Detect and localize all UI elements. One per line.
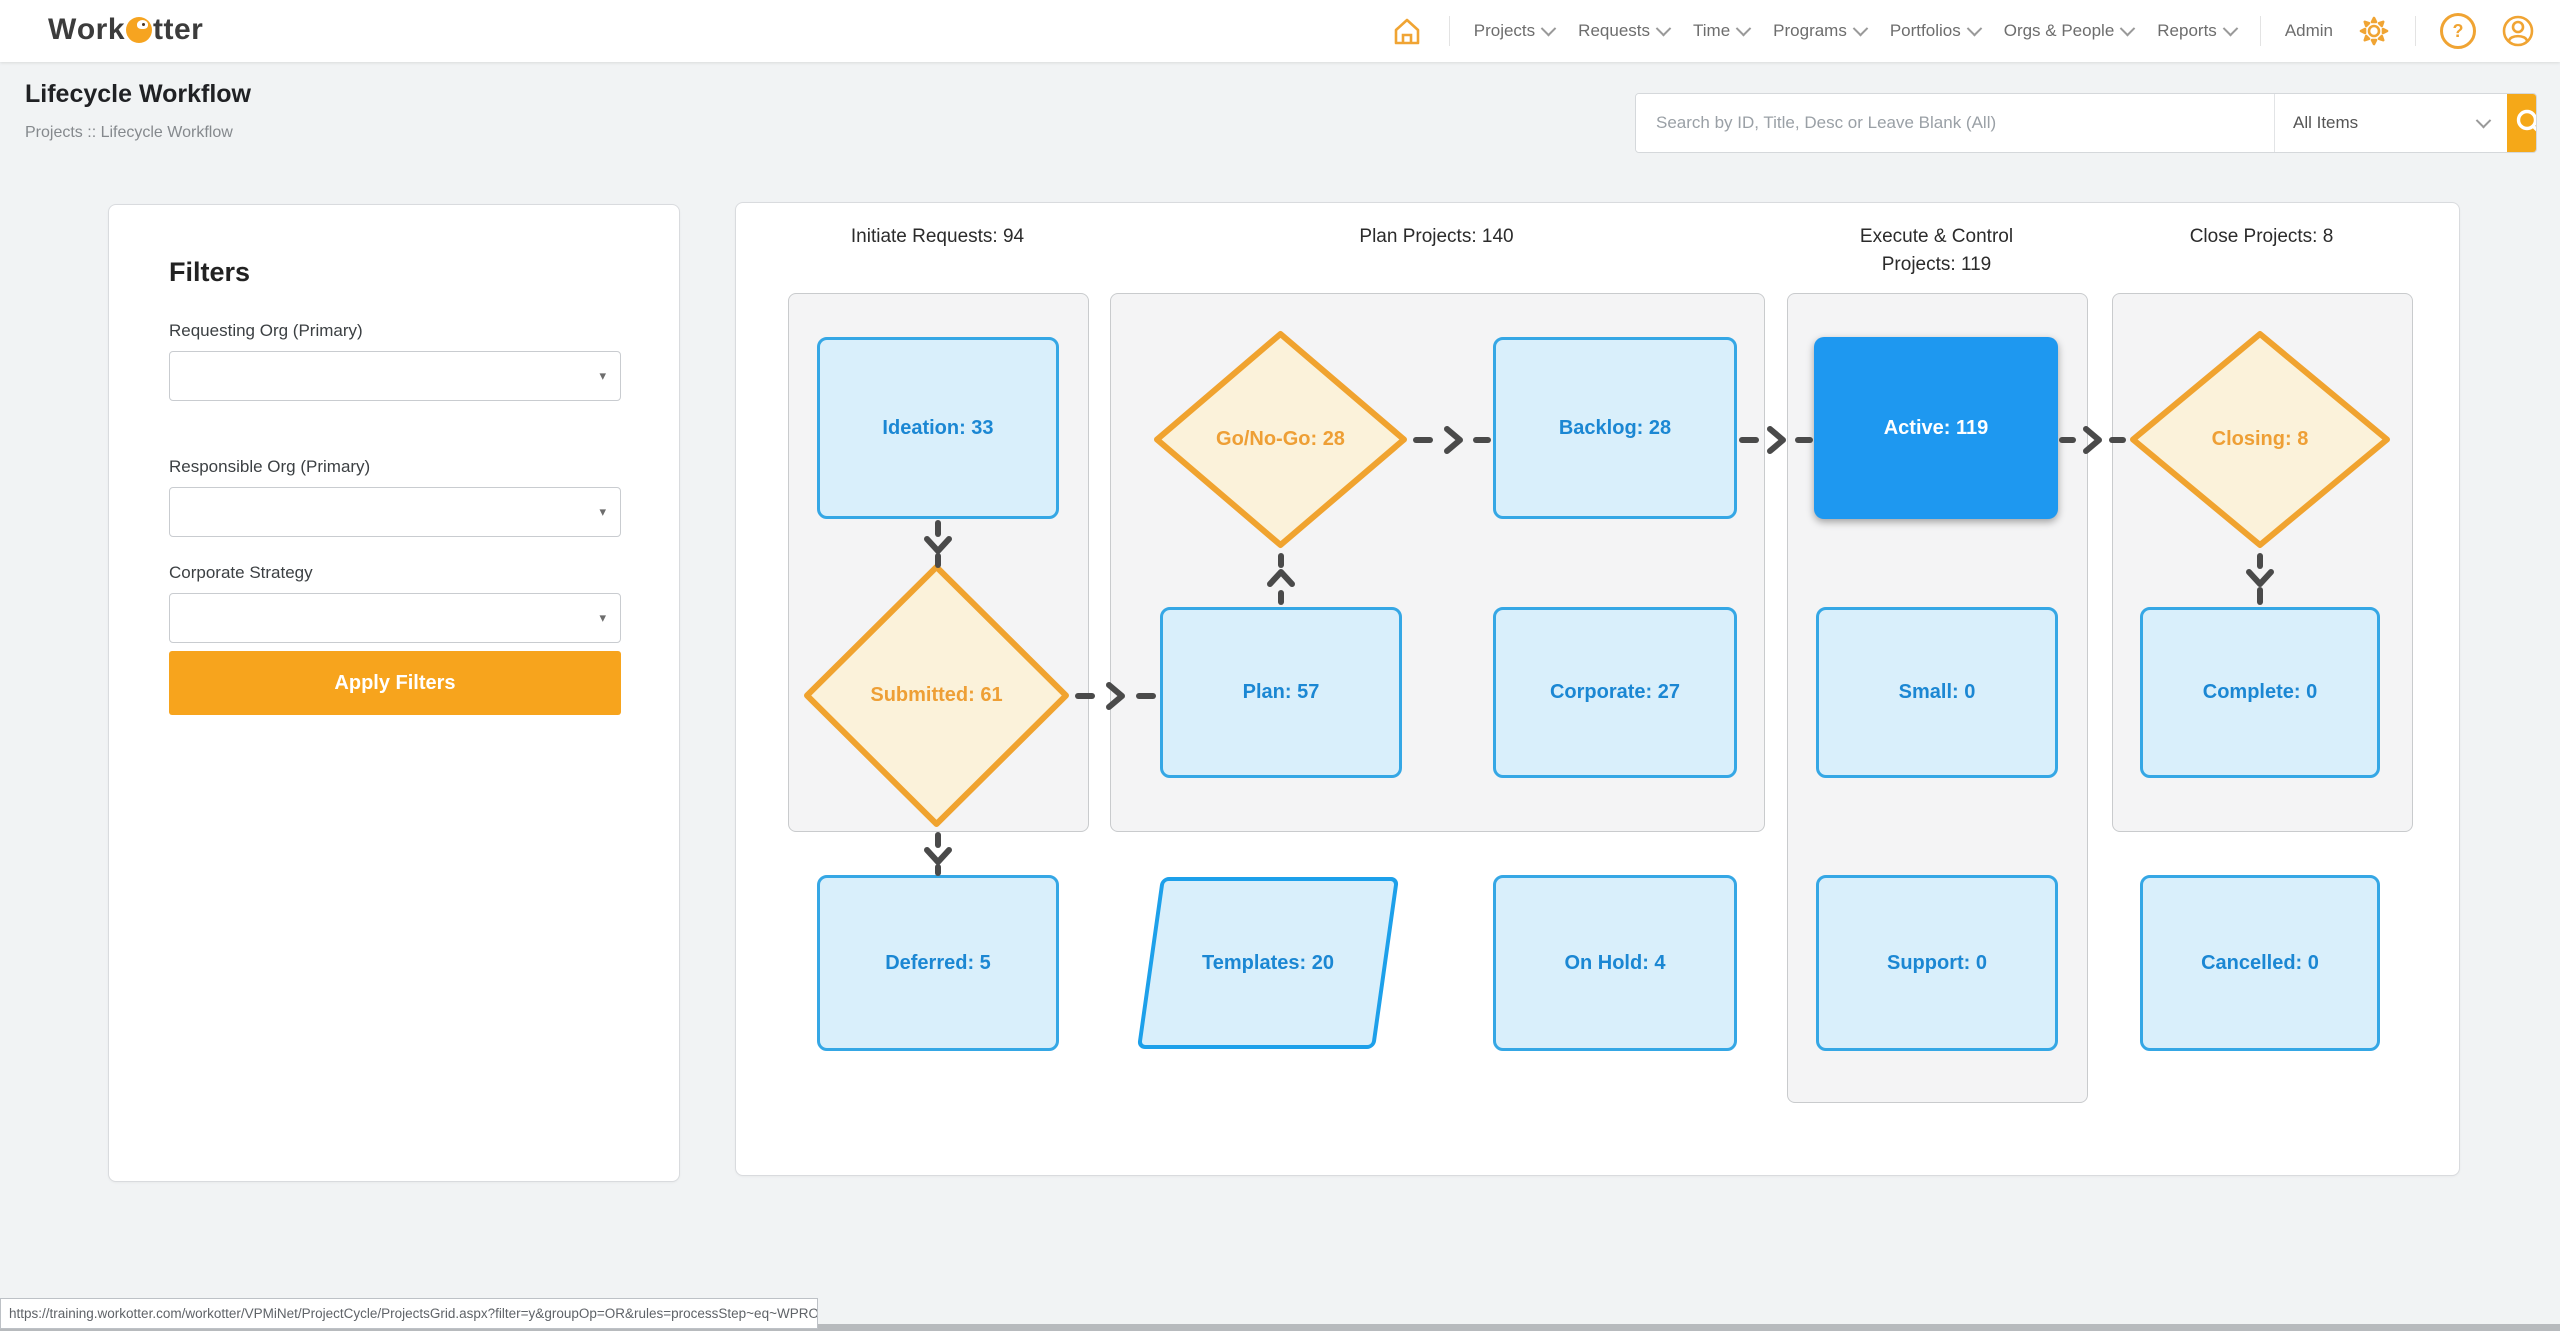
otter-icon: [126, 17, 153, 43]
user-icon[interactable]: [2500, 13, 2536, 49]
node-templates[interactable]: Templates: 20: [1131, 875, 1405, 1051]
dropdown-arrow-icon: ▾: [599, 504, 606, 519]
logo-text-start: W: [48, 13, 77, 46]
nav-item-admin[interactable]: Admin: [2284, 21, 2333, 40]
filter-label-responsible-org: Responsible Org (Primary): [169, 457, 371, 476]
chevron-down-icon: [2120, 20, 2136, 36]
nav-item-programs[interactable]: Programs: [1773, 20, 1869, 41]
node-corporate[interactable]: Corporate: 27: [1493, 607, 1737, 778]
search-button[interactable]: [2507, 94, 2536, 152]
nav-item-portfolios[interactable]: Portfolios: [1890, 20, 1982, 41]
search-scope-select[interactable]: All Items: [2274, 94, 2507, 152]
chevron-down-icon: [2222, 20, 2239, 36]
node-cancelled[interactable]: Cancelled: 0: [2140, 875, 2380, 1051]
gear-icon[interactable]: [2357, 14, 2391, 48]
nav-item-time[interactable]: Time: [1693, 20, 1752, 41]
nav-item-requests[interactable]: Requests: [1578, 20, 1672, 41]
column-header-close: Close Projects: 8: [2189, 226, 2334, 247]
dropdown-arrow-icon: ▾: [599, 610, 606, 625]
main-nav: Projects Requests Time Programs Portfoli…: [1389, 0, 2536, 62]
nav-divider: [2415, 16, 2416, 46]
node-ideation[interactable]: Ideation: 33: [817, 337, 1059, 519]
column-header-plan: Plan Projects: 140: [1359, 226, 1514, 247]
page-title: Lifecycle Workflow: [25, 80, 251, 108]
apply-filters-button[interactable]: Apply Filters: [169, 651, 621, 715]
node-go-no-go[interactable]: Go/No-Go: 28: [1151, 328, 1410, 551]
logo-text-end: tter: [153, 13, 204, 46]
dropdown-arrow-icon: ▾: [599, 368, 606, 383]
search-icon: [2516, 109, 2536, 132]
nav-divider: [1448, 16, 1450, 46]
logo-text-mid: ork: [76, 13, 126, 46]
bottom-strip: [0, 1324, 2560, 1331]
node-plan[interactable]: Plan: 57: [1160, 607, 1402, 778]
node-support[interactable]: Support: 0: [1816, 875, 2058, 1051]
home-icon[interactable]: [1389, 13, 1425, 49]
node-active[interactable]: Active: 119: [1814, 337, 2058, 519]
node-deferred[interactable]: Deferred: 5: [817, 875, 1059, 1051]
node-complete[interactable]: Complete: 0: [2140, 607, 2380, 778]
node-closing[interactable]: Closing: 8: [2127, 328, 2393, 551]
search-bar: All Items: [1635, 93, 2537, 153]
chevron-down-icon: [2475, 112, 2492, 128]
search-scope-value: All Items: [2293, 113, 2359, 132]
filters-heading: Filters: [169, 257, 251, 287]
node-submitted[interactable]: Submitted: 61: [801, 561, 1072, 830]
status-url-tooltip: https://training.workotter.com/workotter…: [0, 1298, 818, 1329]
responsible-org-select[interactable]: ▾: [169, 487, 621, 537]
filter-label-corporate-strategy: Corporate Strategy: [169, 563, 313, 582]
column-header-initiate: Initiate Requests: 94: [850, 226, 1025, 247]
chevron-down-icon: [1966, 20, 1982, 36]
workflow-diagram: Initiate Requests: 94 Plan Projects: 140…: [735, 202, 2460, 1176]
nav-item-projects[interactable]: Projects: [1474, 20, 1557, 41]
chevron-down-icon: [1852, 20, 1869, 36]
chevron-down-icon: [1735, 20, 1752, 36]
nav-divider: [2259, 16, 2261, 46]
help-icon[interactable]: ?: [2440, 13, 2476, 49]
filters-panel: Filters Requesting Org (Primary) ▾ Respo…: [108, 204, 680, 1182]
breadcrumb: Projects :: Lifecycle Workflow: [25, 124, 233, 141]
requesting-org-select[interactable]: ▾: [169, 351, 621, 401]
node-backlog[interactable]: Backlog: 28: [1493, 337, 1737, 519]
filter-label-requesting-org: Requesting Org (Primary): [169, 321, 363, 340]
nav-item-reports[interactable]: Reports: [2157, 20, 2239, 41]
chevron-down-icon: [1540, 20, 1557, 36]
chevron-down-icon: [1655, 20, 1672, 36]
nav-item-orgs-people[interactable]: Orgs & People: [2004, 20, 2136, 41]
corporate-strategy-select[interactable]: ▾: [169, 593, 621, 643]
search-input[interactable]: [1636, 94, 2274, 152]
node-on-hold[interactable]: On Hold: 4: [1493, 875, 1737, 1051]
node-small[interactable]: Small: 0: [1816, 607, 2058, 778]
